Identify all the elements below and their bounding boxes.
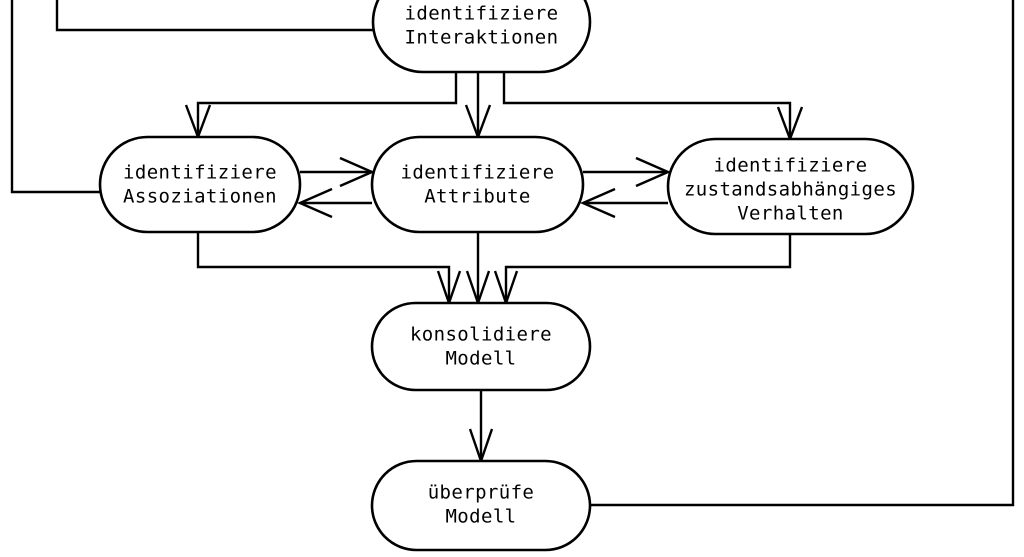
node-label-ueberpruefe-line1: überprüfe xyxy=(428,482,535,504)
node-shape-attribute xyxy=(370,135,585,234)
arrowhead-into-assoziationen-right xyxy=(297,187,333,219)
node-label-verhalten-line2: zustandsabhängiges xyxy=(684,179,897,201)
node-shape-assoziationen xyxy=(98,135,302,234)
node-label-interaktionen-line1: identifiziere xyxy=(405,3,559,25)
node-konsolidiere-modell[interactable]: konsolidiere Modell xyxy=(370,301,592,392)
node-label-verhalten-line1: identifiziere xyxy=(714,155,868,177)
node-shape-konsolidiere xyxy=(370,301,592,392)
node-identifiziere-assoziationen[interactable]: identifiziere Assoziationen xyxy=(98,135,302,234)
arrowhead-into-attribute-left xyxy=(339,156,375,188)
edge-interaktionen-top-return xyxy=(55,0,373,32)
arrowhead-into-attribute-right xyxy=(580,187,616,219)
node-identifiziere-zustandsabhaengiges-verhalten[interactable]: identifiziere zustandsabhängiges Verhalt… xyxy=(666,137,915,236)
edge-ueberpruefe-right-return xyxy=(590,0,1015,507)
node-label-konsolidiere-line2: Modell xyxy=(445,348,516,370)
node-shape-verhalten xyxy=(666,137,915,236)
node-label-interaktionen-line2: Interaktionen xyxy=(405,27,559,49)
edge-outer-left-return xyxy=(10,0,103,194)
edge-assoziationen-konsolidiere xyxy=(196,232,451,303)
edge-verhalten-konsolidiere xyxy=(504,234,792,303)
edge-interaktionen-verhalten xyxy=(502,72,792,139)
node-label-assoziationen-line1: identifiziere xyxy=(123,162,277,184)
node-label-attribute-line1: identifiziere xyxy=(401,162,555,184)
node-ueberpruefe-modell[interactable]: überprüfe Modell xyxy=(370,459,592,552)
node-label-attribute-line2: Attribute xyxy=(424,186,531,208)
node-label-assoziationen-line2: Assoziationen xyxy=(123,186,277,208)
edge-interaktionen-assoziationen xyxy=(196,72,458,137)
node-shape-interaktionen xyxy=(371,0,592,74)
arrowhead-into-verhalten-left xyxy=(635,156,671,188)
node-label-konsolidiere-line1: konsolidiere xyxy=(410,324,552,346)
node-identifiziere-attribute[interactable]: identifiziere Attribute xyxy=(370,135,585,234)
node-label-verhalten-line3: Verhalten xyxy=(737,203,844,225)
node-shape-ueberpruefe xyxy=(370,459,592,552)
node-identifiziere-interaktionen[interactable]: identifiziere Interaktionen xyxy=(371,0,592,74)
node-label-ueberpruefe-line2: Modell xyxy=(445,506,516,528)
